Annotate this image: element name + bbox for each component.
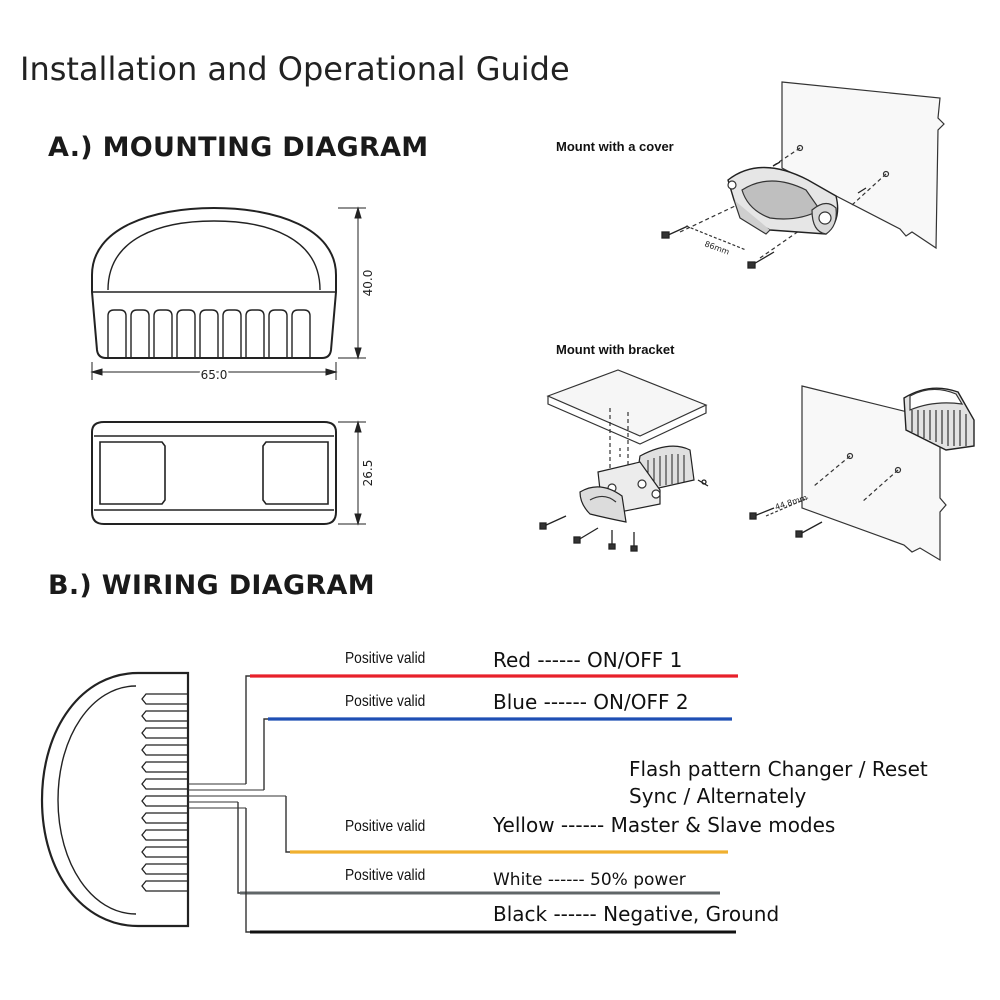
red-polarity-label: Positive valid [345,650,426,667]
front-view [91,206,337,359]
depth-value: 26.5 [361,460,375,487]
depth-dimension [338,420,366,526]
wire-harness [188,783,286,809]
blue-polarity-label: Positive valid [345,693,426,710]
white-wire-label: White ------ 50% power [493,870,686,890]
bracket-mount-assembled [749,385,975,562]
blue-wire [263,717,732,790]
top-view [91,421,337,525]
wiring-section-title: B.) WIRING DIAGRAM [48,570,375,601]
red-wire-label: Red ------ ON/OFF 1 [493,648,683,672]
cover-distance-label: 86mm [703,239,730,256]
mounting-section-title: A.) MOUNTING DIAGRAM [48,132,429,163]
width-value: 65.0 [201,368,228,382]
yellow-wire [285,796,728,854]
wiring-light-body [40,671,190,928]
front-view-fins [107,309,311,358]
yellow-note-flash: Flash pattern Changer / Reset [629,757,928,781]
height-dimension [338,206,366,360]
wiring-light-fins [141,693,188,892]
blue-wire-label: Blue ------ ON/OFF 2 [493,690,689,714]
black-wire-label: Black ------ Negative, Ground [493,902,780,926]
height-value: 40.0 [361,270,375,297]
cover-mount-label: Mount with a cover [556,139,674,154]
red-wire [245,674,738,784]
yellow-note-sync: Sync / Alternately [629,784,807,808]
yellow-polarity-label: Positive valid [345,818,426,835]
page-title: Installation and Operational Guide [20,50,570,88]
width-dimension [90,362,338,380]
white-wire [237,802,720,895]
black-wire [245,808,736,934]
cover-mount-illustration [661,81,945,269]
white-polarity-label: Positive valid [345,867,426,884]
yellow-wire-label: Yellow ------ Master & Slave modes [493,813,836,837]
bracket-mount-exploded [539,369,709,552]
bracket-mount-label: Mount with bracket [556,342,675,357]
